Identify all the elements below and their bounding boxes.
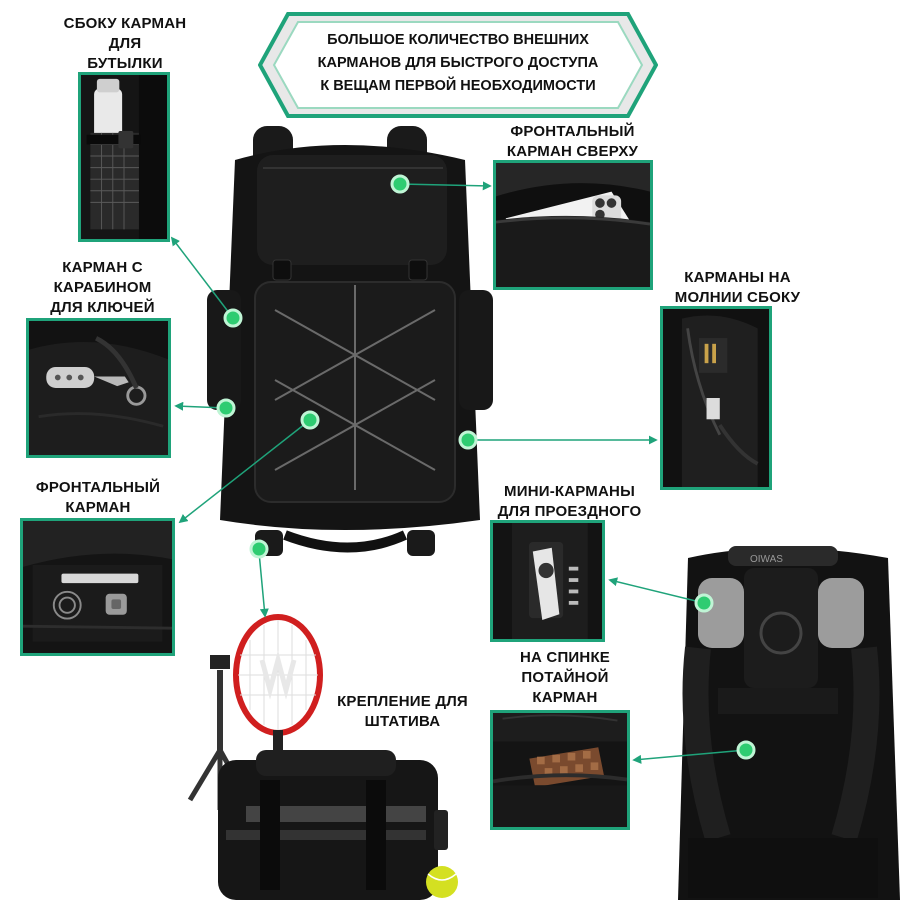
photo-bottle-pocket: [78, 72, 170, 242]
photo-side-zip-pockets: [660, 306, 772, 490]
headline-line-2: КАРМАНОВ ДЛЯ БЫСТРОГО ДОСТУПА: [317, 55, 599, 71]
label-front-pocket: ФРОНТАЛЬНЫЙ КАРМАН: [35, 479, 161, 516]
label-side-zip-pockets: КАРМАНЫ НА МОЛНИИ СБОКУ: [674, 269, 801, 306]
headline-line-3: К ВЕЩАМ ПЕРВОЙ НЕОБХОДИМОСТИ: [320, 78, 596, 94]
label-top-front-pocket: ФРОНТАЛЬНЫЙ КАРМАН СВЕРХУ: [506, 123, 639, 160]
photo-front-pocket: [20, 518, 175, 656]
label-keys-pocket: КАРМАН С КАРАБИНОМ ДЛЯ КЛЮЧЕЙ: [50, 259, 155, 316]
photo-mini-pockets: [490, 520, 605, 642]
label-bottle-pocket: СБОКУ КАРМАН ДЛЯ БУТЫЛКИ: [63, 15, 187, 72]
headline-banner: БОЛЬШОЕ КОЛИЧЕСТВО ВНЕШНИХ КАРМАНОВ ДЛЯ …: [258, 12, 658, 118]
back-view-backpack-image: OIWAS: [658, 538, 900, 900]
photo-keys-pocket: [26, 318, 171, 458]
label-tripod-mount: КРЕПЛЕНИЕ ДЛЯ ШТАТИВА: [337, 693, 468, 730]
back-logo-text: OIWAS: [750, 554, 783, 565]
label-hidden-back-pocket: НА СПИНКЕ ПОТАЙНОЙ КАРМАН: [519, 649, 611, 706]
label-mini-pockets: МИНИ-КАРМАНЫ ДЛЯ ПРОЕЗДНОГО: [497, 483, 642, 520]
hexagon-frame: [258, 12, 658, 118]
main-backpack-image: [195, 120, 505, 580]
photo-top-front-pocket: [493, 160, 653, 290]
headline-line-1: БОЛЬШОЕ КОЛИЧЕСТВО ВНЕШНИХ: [327, 32, 589, 48]
headline-text: БОЛЬШОЕ КОЛИЧЕСТВО ВНЕШНИХ КАРМАНОВ ДЛЯ …: [298, 29, 618, 98]
tripod-mount-scene-image: [170, 600, 470, 900]
photo-hidden-back-pocket: [490, 710, 630, 830]
